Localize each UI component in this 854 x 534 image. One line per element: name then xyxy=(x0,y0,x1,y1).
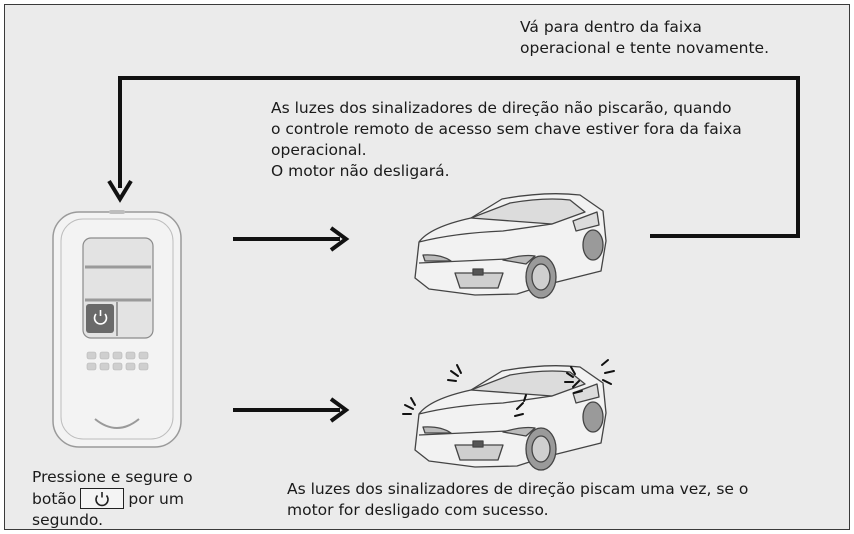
success-line-1: As luzes dos sinalizadores de direção pi… xyxy=(287,480,749,498)
out-of-range-text: As luzes dos sinalizadores de direção nã… xyxy=(271,98,742,182)
flash-icon xyxy=(447,364,462,382)
success-line-2: motor for desligado com sucesso. xyxy=(287,501,549,519)
flash-icon xyxy=(564,366,576,383)
flash-icon xyxy=(572,380,583,394)
diagram-panel: Vá para dentro da faixa operacional e te… xyxy=(4,4,850,530)
return-path-arrowhead xyxy=(107,179,133,203)
press-hold-line-3: segundo. xyxy=(32,511,104,529)
out-of-range-line-1: As luzes dos sinalizadores de direção nã… xyxy=(271,99,732,117)
flash-icon xyxy=(514,394,527,417)
flash-icon xyxy=(402,397,416,415)
car-no-flash xyxy=(414,193,607,299)
press-hold-text: Pressione e segure o botão por um segundo… xyxy=(32,467,193,531)
arrow-right-icon xyxy=(233,397,350,423)
press-hold-before: botão xyxy=(32,490,77,508)
success-text: As luzes dos sinalizadores de direção pi… xyxy=(287,479,748,521)
arrow-right-icon xyxy=(233,226,350,252)
out-of-range-line-4: O motor não desligará. xyxy=(271,162,450,180)
car-flashing xyxy=(414,365,607,471)
power-icon xyxy=(93,310,108,325)
press-hold-line-1: Pressione e segure o xyxy=(32,468,193,486)
out-of-range-line-3: operacional. xyxy=(271,141,367,159)
move-back-line-2: operacional e tente novamente. xyxy=(520,39,770,57)
return-path-line xyxy=(118,76,800,238)
move-back-line-1: Vá para dentro da faixa xyxy=(520,18,702,36)
power-button-icon xyxy=(80,488,125,509)
press-hold-line-2: botão por um xyxy=(32,488,193,510)
key-fob xyxy=(52,210,182,448)
move-back-text: Vá para dentro da faixa operacional e te… xyxy=(520,17,769,59)
out-of-range-line-2: o controle remoto de acesso sem chave es… xyxy=(271,120,742,138)
diagram-graphics xyxy=(52,76,800,471)
flash-icon xyxy=(601,359,615,385)
press-hold-after: por um xyxy=(128,490,184,508)
